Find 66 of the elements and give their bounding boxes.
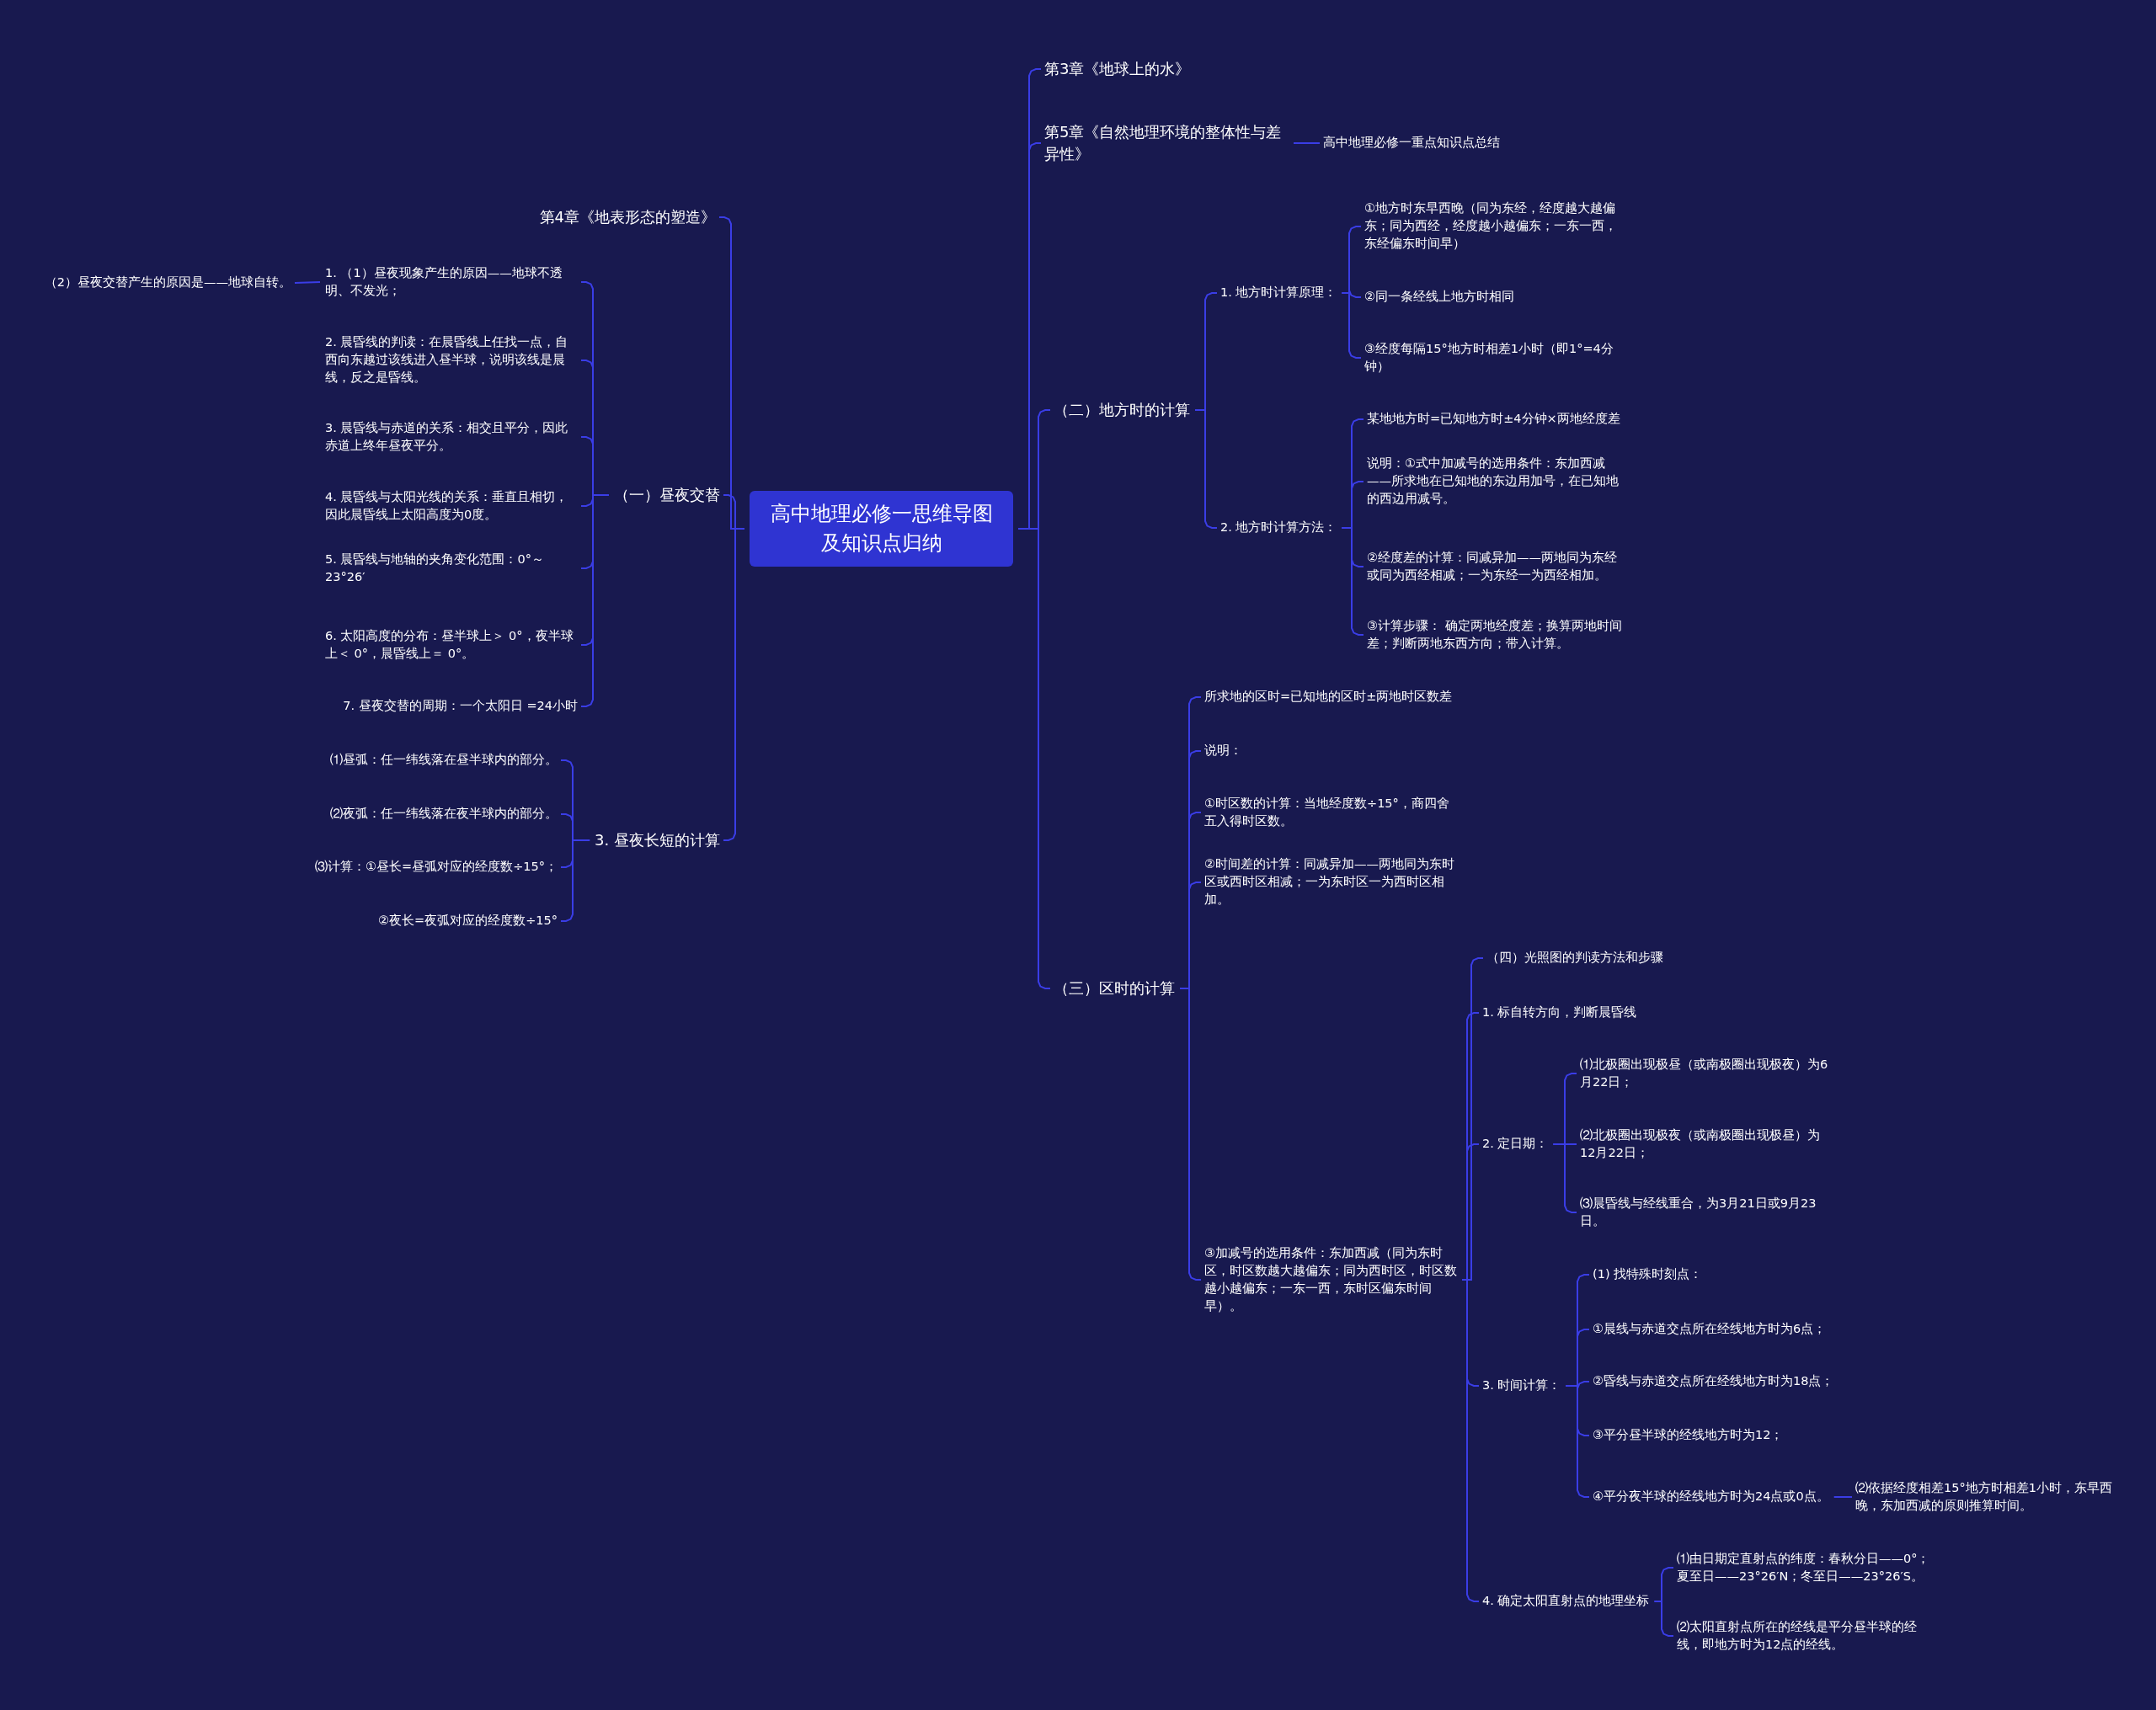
topic-text: ⑶晨昏线与经线重合，为3月21日或9月23日。	[1580, 1195, 1833, 1230]
topic-text: ①晨线与赤道交点所在经线地方时为6点；	[1593, 1320, 1827, 1339]
topic-text: ③计算步骤： 确定两地经度差；换算两地时间差；判断两地东西方向；带入计算。	[1367, 617, 1628, 653]
branch-connector	[1179, 988, 1202, 1281]
topic-text: ③加减号的选用条件：东加西减（同为东时区，时区数越大越偏东；同为西时区，时区数越小越偏东；一东一西，东时区偏东时间早）。	[1204, 1244, 1457, 1316]
branch-connector	[723, 528, 745, 841]
topic-text: ③平分昼半球的经线地方时为12；	[1593, 1426, 1784, 1445]
topic-text: 1. （1）昼夜现象产生的原因——地球不透明、不发光；	[325, 264, 578, 300]
topic-text: ⑶计算：①昼长=昼弧对应的经度数÷15°；	[315, 858, 558, 876]
topic-text: ②同一条经线上地方时相同	[1364, 288, 1514, 306]
topic-text: (1) 找特殊时刻点：	[1593, 1265, 1703, 1284]
branch-connector	[1341, 527, 1364, 636]
topic-text: ⑵太阳直射点所在的经线是平分昼半球的经线，即地方时为12点的经线。	[1677, 1618, 1938, 1654]
branch-connector	[294, 281, 321, 284]
topic-text: 1. 地方时计算原理：	[1220, 284, 1337, 302]
topic-text: 6. 太阳高度的分布：昼半球上＞ 0°，夜半球上＜ 0°，晨昏线上＝ 0°。	[325, 627, 578, 663]
branch-connector	[1461, 1279, 1480, 1602]
topic-text: 第4章《地表形态的塑造》	[539, 205, 716, 229]
branch-connector	[1293, 142, 1321, 144]
topic-text: 2. 晨昏线的判读：在晨昏线上任找一点，自西向东越过该线进入昼半球，说明该线是晨线，反之是昏线。	[325, 333, 578, 387]
central-topic-box: 高中地理必修一思维导图及知识点归纳	[750, 491, 1013, 567]
topic-text: 某地地方时=已知地方时±4分钟×两地经度差	[1367, 410, 1620, 429]
topic-text: 说明：	[1204, 742, 1242, 760]
topic-text: ⑵依据经度相差15°地方时相差1小时，东早西晚，东加西减的原则推算时间。	[1855, 1479, 2125, 1515]
topic-text: （二）地方时的计算	[1054, 398, 1190, 422]
branch-connector	[580, 494, 610, 707]
topic-text: ②经度差的计算：同减异加——两地同为东经或同为西经相减；一为东经一为西经相加。	[1367, 549, 1628, 584]
branch-connector	[1833, 1496, 1853, 1498]
topic-text: 3. 晨昏线与赤道的关系：相交且平分，因此赤道上终年昼夜平分。	[325, 419, 578, 455]
topic-text: 2. 地方时计算方法：	[1220, 519, 1337, 537]
topic-text: 5. 晨昏线与地轴的夹角变化范围：0°～23°26′	[325, 551, 578, 586]
topic-text: （四）光照图的判读方法和步骤	[1486, 949, 1663, 967]
topic-text: 3. 时间计算：	[1482, 1377, 1561, 1395]
topic-text: 所求地的区时=已知地的区时±两地时区数差	[1204, 688, 1453, 706]
topic-text: ⑴昼弧：任一纬线落在昼半球内的部分。	[330, 751, 558, 770]
topic-text: 说明：①式中加减号的选用条件：东加西减——所求地在已知地的东边用加号，在已知地的西边用减号。	[1367, 455, 1628, 509]
topic-text: ①时区数的计算：当地经度数÷15°，商四舍五入得时区数。	[1204, 795, 1457, 830]
topic-text: ②时间差的计算：同减异加——两地同为东时区或西时区相减；一为东时区一为西时区相加。	[1204, 855, 1457, 909]
topic-text: ⑵夜弧：任一纬线落在夜半球内的部分。	[330, 805, 558, 823]
topic-text: 4. 确定太阳直射点的地理坐标	[1482, 1592, 1650, 1611]
topic-text: ⑴由日期定直射点的纬度：春秋分日——0°；夏至日——23°26′N；冬至日——23°26′S。	[1677, 1550, 1938, 1585]
topic-text: ④平分夜半球的经线地方时为24点或0点。	[1593, 1488, 1829, 1506]
topic-text: ⑴北极圈出现极昼（或南极圈出现极夜）为6月22日；	[1580, 1056, 1833, 1091]
topic-text: （三）区时的计算	[1054, 977, 1175, 1000]
topic-text: 1. 标自转方向，判断晨昏线	[1482, 1004, 1637, 1022]
topic-text: 高中地理必修一重点知识点总结	[1323, 134, 1500, 152]
branch-connector	[1653, 1601, 1674, 1637]
branch-connector	[1017, 528, 1051, 989]
topic-text: 3. 昼夜长短的计算	[595, 828, 720, 852]
topic-text: ①地方时东早西晚（同为东经，经度越大越偏东；同为西经，经度越小越偏东；一东一西，东经偏东时间早）	[1364, 200, 1617, 253]
topic-text: ②昏线与赤道交点所在经线地方时为18点；	[1593, 1372, 1834, 1391]
branch-connector	[1565, 1385, 1590, 1498]
topic-text: 4. 晨昏线与太阳光线的关系：垂直且相切，因此晨昏线上太阳高度为0度。	[325, 488, 578, 524]
topic-text: ②夜长=夜弧对应的经度数÷15°	[378, 912, 558, 930]
branch-connector	[1194, 409, 1218, 529]
topic-text: （一）昼夜交替	[614, 483, 720, 507]
topic-text: 7. 昼夜交替的周期：一个太阳日 =24小时	[343, 697, 578, 716]
branch-connector	[1341, 292, 1362, 359]
topic-text: 2. 定日期：	[1482, 1135, 1549, 1153]
branch-connector	[560, 839, 591, 922]
topic-text: 第3章《地球上的水》	[1044, 57, 1191, 81]
topic-text: ⑵北极圈出现极夜（或南极圈出现极昼）为12月22日；	[1580, 1127, 1833, 1162]
topic-text: （2）昼夜交替产生的原因是——地球自转。	[44, 274, 291, 292]
topic-text: 第5章《自然地理环境的整体性与差异性》	[1044, 120, 1289, 166]
branch-connector	[1552, 1143, 1577, 1213]
topic-text: ③经度每隔15°地方时相差1小时（即1°=4分钟）	[1364, 340, 1617, 376]
